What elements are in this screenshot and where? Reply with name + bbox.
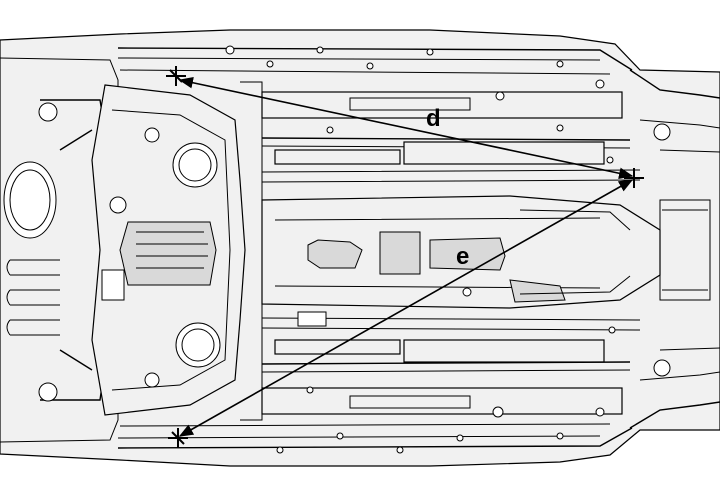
measurement-point-lower-left	[168, 428, 188, 448]
spare-wheel-well	[3, 161, 57, 239]
dimension-d-arrow	[178, 77, 634, 179]
label-d: d	[426, 105, 441, 132]
left-upper-mount	[172, 142, 218, 188]
left-lower-mount	[175, 322, 221, 368]
dimension-e-arrow	[178, 179, 634, 437]
label-e: e	[456, 243, 469, 270]
vehicle-underbody	[0, 29, 720, 467]
